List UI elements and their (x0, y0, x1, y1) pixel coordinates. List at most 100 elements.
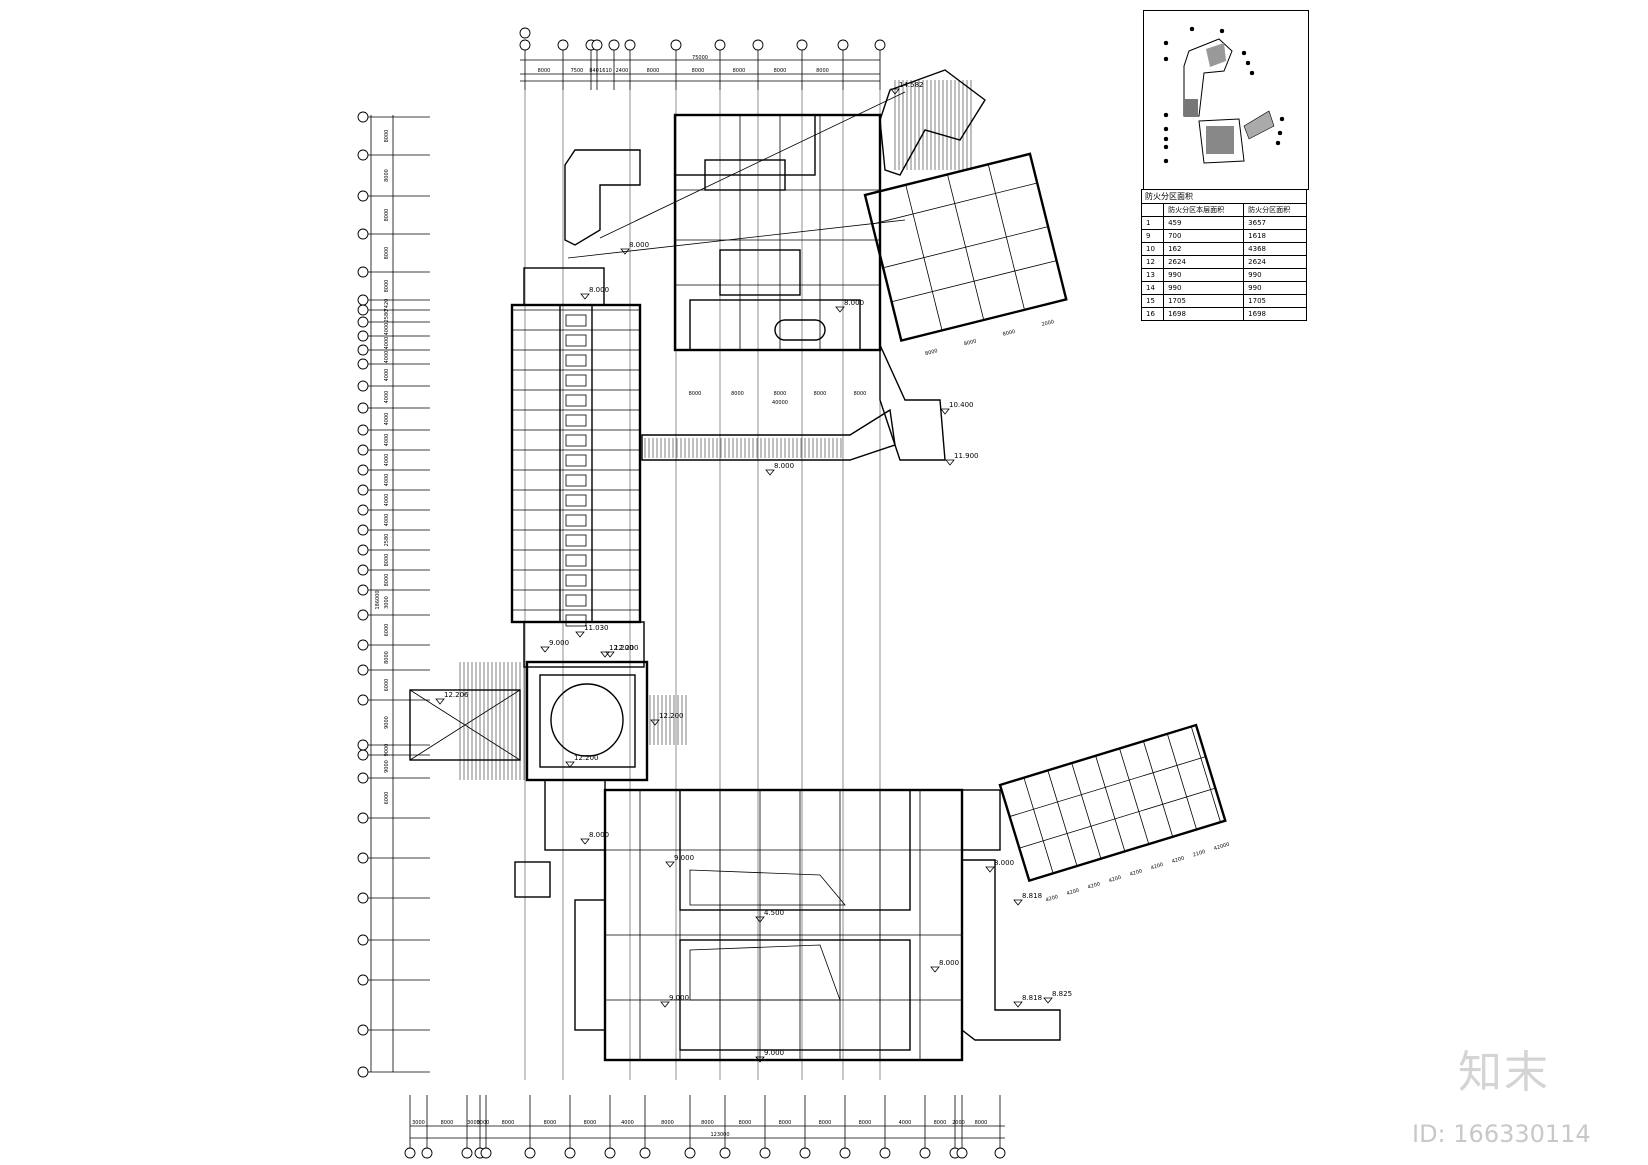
upper-wing-dim-label: 8000 (1002, 329, 1016, 338)
legend-floor-area: 990 (1163, 268, 1245, 282)
bathroom (565, 354, 587, 367)
bathroom (565, 594, 587, 607)
left-axis-bubble (357, 111, 369, 123)
left-axis-bubble (357, 358, 369, 370)
legend-floor-area: 1698 (1163, 307, 1245, 321)
level-markers: 14.5828.0008.0008.00010.40011.9008.00011… (435, 81, 1072, 1063)
top-axis-bubble (874, 39, 886, 51)
level-label: 9.000 (674, 854, 694, 862)
level-triangle (765, 469, 775, 476)
bottom-dim-label: 8000 (819, 1120, 832, 1126)
level-triangle (930, 966, 940, 973)
left-dim-label: 7420 (384, 299, 390, 312)
key-plan-diagram (1163, 26, 1285, 164)
bathroom (565, 394, 587, 407)
left-dim-label: 4000 (384, 391, 390, 404)
wing-partition (1143, 741, 1174, 837)
bottom-axis-bubble (461, 1147, 473, 1159)
left-axis-bubble (357, 484, 369, 496)
level-triangle (600, 651, 610, 658)
left-axis-bubble (357, 749, 369, 761)
bathroom (565, 574, 587, 587)
bathroom (565, 554, 587, 567)
legend-zone-area: 990 (1243, 268, 1307, 282)
legend-header-row: 防火分区本层面积 防火分区面积 (1140, 203, 1307, 217)
bathroom (565, 534, 587, 547)
level-label: 9.000 (669, 994, 689, 1002)
left-axis-bubble (357, 639, 369, 651)
bottom-axis-bubble (759, 1147, 771, 1159)
top-total-dim: 75000 (692, 55, 708, 61)
bottom-dim-label: 8000 (661, 1120, 674, 1126)
level-triangle (660, 1001, 670, 1008)
left-corridor-block (510, 267, 645, 668)
wing-dim-label: 4200 (1108, 875, 1122, 884)
legend-zone-area: 1705 (1243, 294, 1307, 308)
stair-connectors (879, 344, 1061, 1041)
top-dim-label: 8000 (733, 68, 746, 74)
left-dim-label: 6000 (384, 792, 390, 805)
level-triangle (650, 719, 660, 726)
left-dim-label: 8000 (384, 554, 390, 567)
bathroom (565, 614, 587, 627)
level-label: 8.000 (939, 959, 959, 967)
wing-dim-label: 4200 (1045, 894, 1059, 903)
bottom-axis-bubble (994, 1147, 1006, 1159)
level-label: 8.825 (1052, 990, 1072, 998)
legend-zone-id: 15 (1140, 294, 1165, 308)
level-triangle (665, 861, 675, 868)
level-label: 12.200 (609, 644, 634, 652)
top-axis-bubble (670, 39, 682, 51)
left-axis-bubble (357, 190, 369, 202)
left-axis-bubble (357, 330, 369, 342)
bathroom (565, 374, 587, 387)
bottom-axis-bubble (524, 1147, 536, 1159)
upper-building-block (564, 91, 906, 352)
legend-floor-area: 990 (1163, 281, 1245, 295)
left-dim-label: 4000 (384, 323, 390, 336)
left-total-dim: 186000 (375, 590, 381, 609)
middle-total-dim: 40000 (772, 400, 788, 406)
level-triangle (1043, 997, 1053, 1004)
bottom-dim-label: 8000 (779, 1120, 792, 1126)
bottom-dim-label: 8000 (544, 1120, 557, 1126)
legend-zone-area: 990 (1243, 281, 1307, 295)
level-triangle (985, 866, 995, 873)
left-dim-label: 2580 (384, 310, 390, 323)
middle-dim-label: 8000 (689, 391, 702, 397)
level-label: 12.206 (444, 691, 469, 699)
left-axis-bubble (357, 444, 369, 456)
level-label: 12.200 (614, 644, 639, 652)
left-axis-bubble (357, 694, 369, 706)
left-dim-label: 6000 (384, 624, 390, 637)
level-triangle (605, 651, 615, 658)
middle-dim-label: 8000 (854, 391, 867, 397)
bathroom (565, 494, 587, 507)
wing-dim-label: 4200 (1129, 868, 1143, 877)
bathroom (565, 314, 587, 327)
level-label: 12.200 (574, 754, 599, 762)
left-dim-label: 4000 (384, 369, 390, 382)
bottom-axis-bubble (839, 1147, 851, 1159)
level-label: 8.000 (994, 859, 1014, 867)
legend-floor-area: 162 (1163, 242, 1245, 256)
bottom-dim-label: 8000 (441, 1120, 454, 1126)
bottom-axis-bubble (421, 1147, 433, 1159)
upper-wing-dim-label: 8000 (925, 348, 939, 357)
top-dim-label: 8000 (538, 68, 551, 74)
top-dim-label: 8000 (692, 68, 705, 74)
left-dim-label: 8000 (384, 169, 390, 182)
left-axis-bubble (357, 584, 369, 596)
bottom-axis-bubble (719, 1147, 731, 1159)
bottom-dim-label: 8000 (502, 1120, 515, 1126)
legend-header-index (1140, 203, 1165, 217)
top-dim-label: 8000 (647, 68, 660, 74)
legend-floor-area: 1705 (1163, 294, 1245, 308)
